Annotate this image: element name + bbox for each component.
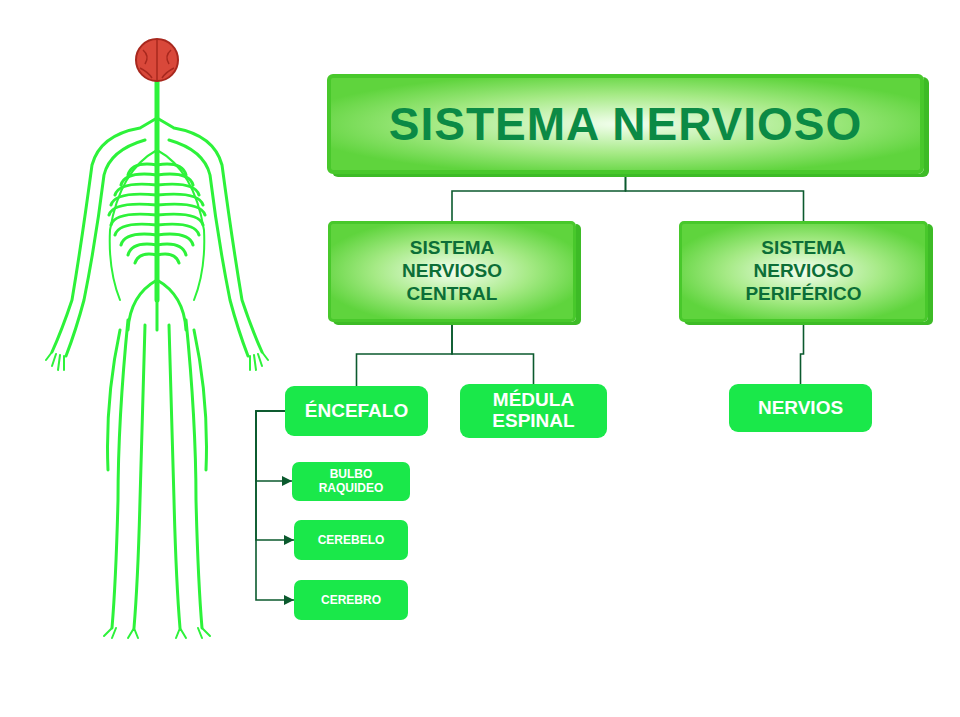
sub-box: SISTEMA NERVIOSO CENTRAL — [328, 221, 576, 322]
small-box: BULBO RAQUIDEO — [292, 462, 410, 501]
small-box: CEREBRO — [294, 580, 408, 620]
node-label: SISTEMA NERVIOSO CENTRAL — [377, 237, 527, 305]
arm-nerves — [52, 118, 262, 356]
leg-nerves — [108, 320, 207, 628]
leaf-box: MÉDULA ESPINAL — [460, 384, 607, 438]
node-label: ÉNCEFALO — [305, 401, 408, 422]
torso-nerves — [110, 150, 205, 300]
brain-folds — [140, 40, 174, 80]
node-label: CEREBRO — [321, 593, 381, 607]
hand-nerves — [46, 352, 268, 370]
node-label: BULBO RAQUIDEO — [298, 467, 404, 496]
node-label: NERVIOS — [758, 398, 843, 419]
node-label: CEREBELO — [318, 533, 385, 547]
leaf-box: ÉNCEFALO — [285, 386, 428, 436]
pelvic-nerves — [128, 280, 186, 330]
spinal-cord — [155, 78, 160, 300]
connector — [452, 322, 534, 384]
node-label: MÉDULA ESPINAL — [468, 390, 599, 432]
connector — [801, 322, 804, 384]
nerve-network — [46, 78, 268, 638]
main-box: SISTEMA NERVIOSO — [327, 74, 924, 174]
brain — [136, 39, 178, 81]
connector — [626, 174, 804, 221]
connector — [256, 411, 294, 600]
intercostal-nerves — [109, 164, 205, 263]
leaf-box: NERVIOS — [729, 384, 872, 432]
connector — [357, 322, 453, 386]
sub-box: SISTEMA NERVIOSO PERIFÉRICO — [679, 221, 928, 322]
node-label: SISTEMA NERVIOSO PERIFÉRICO — [729, 237, 879, 305]
foot-nerves — [104, 628, 210, 638]
node-label: SISTEMA NERVIOSO — [389, 97, 863, 151]
brain-shape — [136, 39, 178, 81]
connector — [452, 174, 626, 221]
small-box: CEREBELO — [294, 520, 408, 560]
